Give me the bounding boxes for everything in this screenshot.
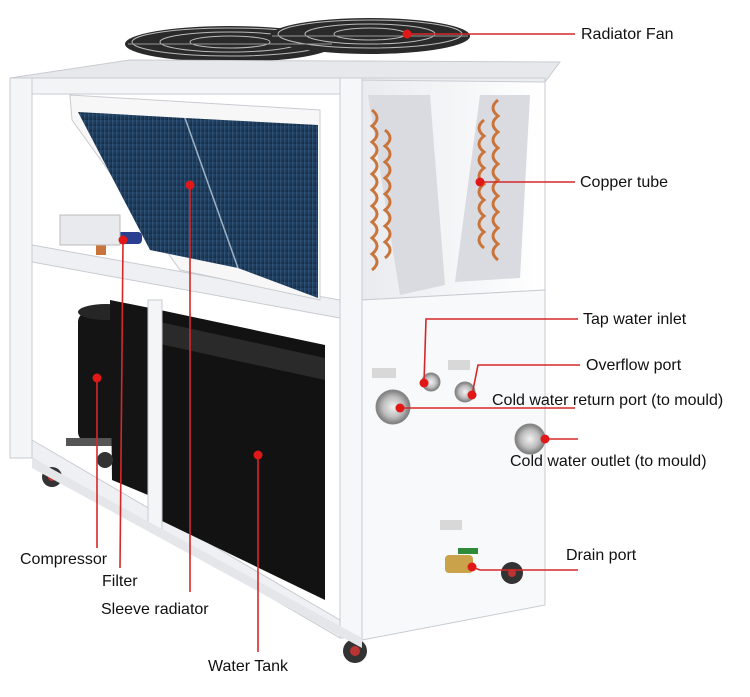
dot-tap-water-inlet <box>419 378 429 388</box>
dot-radiator-fan <box>402 29 412 39</box>
label-overflow-port: Overflow port <box>586 357 682 374</box>
dot-copper-tube <box>475 177 485 187</box>
front-control-panel <box>361 289 546 641</box>
dot-drain-port <box>467 562 477 572</box>
label-copper-tube: Copper tube <box>580 174 669 191</box>
ports <box>375 372 546 573</box>
dot-cold-water-return <box>395 403 405 413</box>
casters <box>32 452 523 663</box>
sleeve-radiator-coil <box>69 94 321 301</box>
dot-water-tank <box>253 450 263 460</box>
label-water-tank: Water Tank <box>208 658 289 675</box>
label-drain-port: Drain port <box>566 547 637 564</box>
leader-overflow-port <box>471 364 580 396</box>
dot-cold-water-outlet <box>540 434 550 444</box>
label-cold-water-return-port: Cold water return port (to mould) <box>492 392 724 409</box>
label-filter: Filter <box>102 573 138 590</box>
radiator-fan-guards <box>125 18 470 62</box>
dot-compressor <box>92 373 102 383</box>
marker-dots <box>92 29 550 572</box>
copper-tube-panel <box>361 79 546 301</box>
dot-sleeve-radiator <box>185 180 195 190</box>
label-cold-water-outlet: Cold water outlet (to mould) <box>510 453 707 470</box>
leader-tap-water-inlet <box>423 318 578 384</box>
leader-lines <box>96 33 580 652</box>
leader-filter <box>119 239 124 569</box>
label-compressor: Compressor <box>20 551 108 568</box>
dot-overflow-port <box>467 390 477 400</box>
label-tap-water-inlet: Tap water inlet <box>583 311 687 328</box>
label-sleeve-radiator: Sleeve radiator <box>101 601 209 618</box>
label-radiator-fan: Radiator Fan <box>581 26 674 43</box>
dot-filter <box>118 235 128 245</box>
